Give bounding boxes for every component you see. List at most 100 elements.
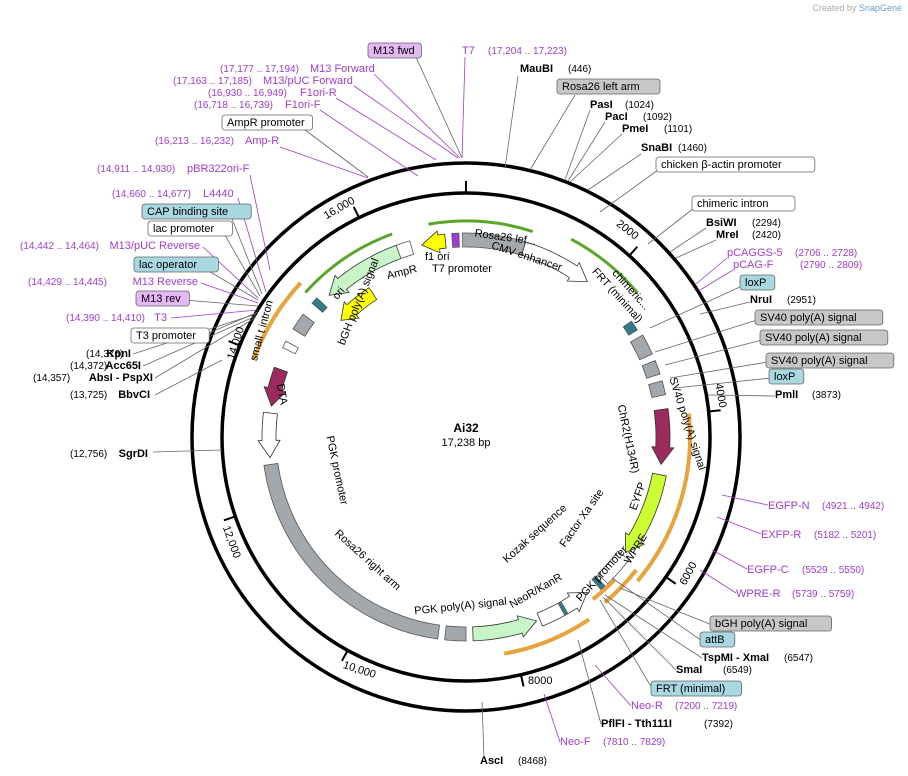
primer-f1ori-r: F1ori-R bbox=[300, 87, 337, 99]
leader-line bbox=[707, 394, 776, 397]
primer-pcag-f: pCAG-F bbox=[733, 259, 774, 271]
orf-arrow-left-orange bbox=[251, 281, 303, 361]
leader-line bbox=[699, 301, 751, 315]
enzyme-smai-pos: (6549) bbox=[723, 665, 752, 676]
enzyme-tspmi-xmai: TspMI - XmaI bbox=[702, 652, 769, 664]
leader-line bbox=[669, 361, 769, 379]
primer-neo-f: Neo-F bbox=[560, 736, 591, 748]
leader-line bbox=[249, 174, 271, 271]
feature-rosa26-left-arm-box bbox=[556, 78, 661, 95]
leader-line bbox=[373, 73, 461, 159]
lac-operator-feature bbox=[311, 297, 328, 313]
primer-m13puc-reverse: M13/pUC Reverse bbox=[110, 240, 200, 252]
dta-feature bbox=[263, 366, 288, 407]
enzyme-mrei: MreI bbox=[716, 229, 739, 241]
primer-egfp-c: EGFP-C bbox=[747, 564, 789, 576]
ampr-feature bbox=[328, 244, 402, 296]
feature-loxp-b-box bbox=[768, 368, 805, 385]
snapgene-logo-text: SnapGene bbox=[858, 3, 902, 13]
small-t-intron-feature bbox=[282, 340, 299, 355]
leader-line bbox=[599, 169, 659, 213]
feature-bgh-polya: bGH poly(A) signal bbox=[715, 618, 807, 630]
ori-feature bbox=[340, 287, 378, 321]
feature-chimeric-intron: chimeric intron bbox=[697, 198, 769, 210]
tick-8000: 8000 bbox=[528, 675, 552, 687]
feature-sv40-polya-b: SV40 poly(A) signal bbox=[765, 332, 862, 344]
enzyme-kpni-pos: (14,376) bbox=[86, 349, 123, 360]
enzyme-paci-pos: (1092) bbox=[643, 112, 672, 123]
snapgene-credit: Created by SnapGene bbox=[812, 3, 902, 13]
feature-layer bbox=[251, 219, 692, 656]
feature-frt-minimal-b-box bbox=[650, 680, 742, 697]
leader-line bbox=[353, 85, 459, 159]
primer-m13-reverse-pos: (14,429 .. 14,445) bbox=[28, 277, 107, 288]
primer-t3-pos: (14,390 .. 14,410) bbox=[66, 313, 145, 324]
label-kozak-sequence: Kozak sequence bbox=[501, 502, 569, 565]
ring-tick-1 bbox=[628, 246, 639, 257]
neor-kanr-feature bbox=[472, 615, 538, 642]
leader-line bbox=[695, 257, 728, 285]
leader-line bbox=[587, 153, 642, 191]
primer-egfp-n: EGFP-N bbox=[768, 500, 810, 512]
enzyme-bsiwi: BsiWI bbox=[706, 217, 737, 229]
sv40-polya-feature-a bbox=[629, 334, 653, 361]
leader-line bbox=[304, 129, 369, 178]
tick-4000: 4000 bbox=[712, 382, 728, 408]
primer-m13-reverse: M13 Reverse bbox=[133, 276, 198, 288]
primer-l4440-pos: (14,660 .. 14,677) bbox=[112, 189, 191, 200]
primer-pcaggs5-pos: (2706 .. 2728) bbox=[795, 248, 857, 259]
label-small-t-intron: small t intron bbox=[248, 299, 276, 362]
enzyme-pmei-pos: (1101) bbox=[664, 124, 692, 135]
cmv-enhancer-feature bbox=[521, 241, 588, 283]
enzyme-pmli-pos: (3873) bbox=[812, 390, 841, 401]
orf-arrow-lower-right-orange-b bbox=[591, 578, 616, 601]
pgk-polya-feature bbox=[444, 625, 467, 642]
enzyme-kpni: KpnI bbox=[107, 348, 131, 360]
leader-line bbox=[611, 577, 703, 642]
label-dta: DTA bbox=[274, 383, 290, 407]
primer-wpre-r-pos: (5739 .. 5759) bbox=[792, 589, 854, 600]
feature-lac-operator-box bbox=[133, 256, 219, 273]
leader-line bbox=[699, 269, 734, 291]
feature-cap-binding-site: CAP binding site bbox=[147, 206, 228, 218]
primer-t7: T7 bbox=[462, 45, 475, 57]
primer-t7-pos: (17,204 .. 17,223) bbox=[488, 46, 567, 57]
enzyme-sgrdi: SgrDI bbox=[119, 448, 148, 460]
enzyme-pflfi-tth111i: PflFI - Tth111I bbox=[601, 718, 672, 730]
leader-line bbox=[200, 282, 259, 304]
leader-line bbox=[335, 97, 437, 161]
leader-line bbox=[221, 229, 261, 297]
enzyme-acc65i: Acc65I bbox=[106, 360, 141, 372]
feature-loxp-a: loxP bbox=[745, 277, 766, 289]
ring-tick-7 bbox=[228, 340, 241, 347]
orf-arrow-upper-left bbox=[304, 232, 393, 294]
leader-line bbox=[674, 377, 772, 389]
feature-chimeric-intron-box bbox=[691, 195, 796, 212]
primer-egfp-n-pos: (4921 .. 4942) bbox=[822, 501, 884, 512]
enzyme-absi-pspxi-pos: (14,357) bbox=[33, 373, 70, 384]
feature-rosa26-left-arm: Rosa26 left arm bbox=[562, 81, 640, 93]
primer-m13puc-reverse-pos: (14,442 .. 14,464) bbox=[20, 241, 99, 252]
enzyme-asci-pos: (8468) bbox=[518, 756, 547, 767]
leader-line bbox=[567, 121, 606, 182]
sv40-polya-feature-b bbox=[641, 360, 661, 379]
enzyme-pasi-pos: (1024) bbox=[625, 100, 654, 111]
leader-line bbox=[154, 359, 223, 396]
feature-chicken-beta-actin-promoter-box bbox=[655, 156, 816, 173]
feature-loxp-b: loxP bbox=[774, 371, 795, 383]
label-factor-xa-site: Factor Xa site bbox=[558, 487, 607, 549]
enzyme-pflfi-tth111i-pos: (7392) bbox=[704, 719, 733, 730]
enzyme-bbvci-pos: (13,725) bbox=[70, 390, 107, 401]
chr2-feature bbox=[651, 408, 675, 466]
leader-line bbox=[461, 56, 466, 159]
label-pgk-promoter-a: PGK promoter bbox=[574, 544, 630, 605]
enzyme-sgrdi-pos: (12,756) bbox=[70, 449, 107, 460]
feature-attb: attB bbox=[705, 634, 725, 646]
plasmid-size: 17,238 bp bbox=[442, 437, 491, 449]
leader-line bbox=[170, 309, 259, 319]
leader-line bbox=[721, 494, 769, 506]
feature-chicken-beta-actin-promoter: chicken β-actin promoter bbox=[661, 159, 782, 171]
feature-ampr-promoter-box bbox=[221, 114, 313, 131]
primer-pcaggs5: pCAGGS-5 bbox=[727, 247, 783, 259]
feature-sv40-polya-b-box bbox=[759, 329, 889, 346]
